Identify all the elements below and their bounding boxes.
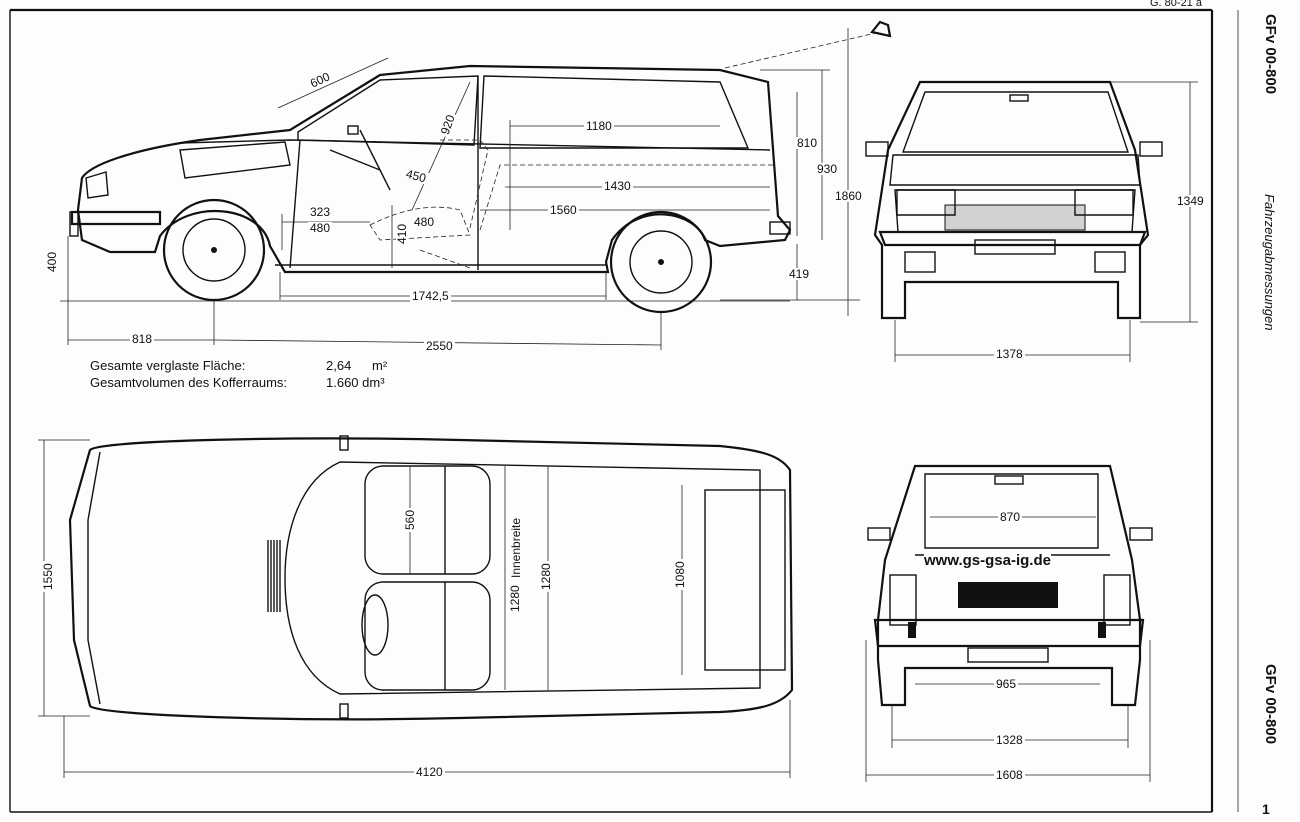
model-code-bottom: GFv 00-800 [1262,664,1279,745]
watermark-url: www.gs-gsa-ig.de [924,552,1051,569]
sheet-ref-code: G. 80-21 a [1150,0,1202,9]
dim-load-1430: 1430 [602,179,633,193]
dim-wheelbase: 2550 [424,339,455,353]
front-view-car [865,80,1163,320]
dim-inner-width-b: 1280 [539,561,553,592]
inner-width-label: Innenbreite [509,517,523,578]
dim-rear-track: 1328 [994,733,1025,747]
rear-view-car [867,464,1153,707]
dim-seat-depth: 560 [403,507,417,532]
dim-ground-rear: 419 [787,267,812,281]
top-view-dimensions [38,439,791,778]
dim-overall-width: 1550 [41,561,55,592]
dim-seat-480b: 480 [412,215,437,229]
dim-rear-glass: 1180 [584,119,614,133]
dim-overall-height: 1860 [833,189,864,203]
dim-boot-width: 1080 [673,559,687,590]
bonnet-vents [267,540,281,612]
top-view-car [68,435,794,721]
glass-area-label: Gesamte verglaste Fläche: [90,358,246,373]
dim-front-track: 1378 [994,347,1025,361]
dim-floor-length: 1742,5 [410,289,451,303]
dim-front-overhang: 818 [130,332,155,346]
dim-tailgate: 965 [994,677,1019,691]
dim-rear-window: 870 [998,510,1023,524]
dim-height-930: 930 [815,162,840,176]
dim-height-810: 810 [795,136,820,150]
boot-volume-label: Gesamtvolumen des Kofferraums: [90,375,288,390]
model-code-top: GFv 00-800 [1262,14,1279,95]
dim-load-1560: 1560 [548,203,579,217]
glass-area-unit: m² [372,358,388,373]
glass-area-value: 2,64 [326,358,352,373]
dim-seat-480a: 480 [308,221,333,235]
boot-volume-value: 1.660 dm³ [326,375,385,390]
dim-seat-323: 323 [308,205,333,219]
dim-rear-overall-width: 1608 [994,768,1025,782]
dim-inner-width-a: 1280 [508,583,522,614]
sheet-subtitle: Fahrzeugabmessungen [1262,194,1277,331]
side-view-car [60,64,792,314]
dim-ground-front: 400 [45,249,59,274]
page-number: 1 [1262,801,1270,817]
dim-seat-410: 410 [395,221,409,246]
sheet-frame [9,8,1239,813]
dim-front-height: 1349 [1175,194,1206,208]
dim-overall-length: 4120 [414,765,445,779]
